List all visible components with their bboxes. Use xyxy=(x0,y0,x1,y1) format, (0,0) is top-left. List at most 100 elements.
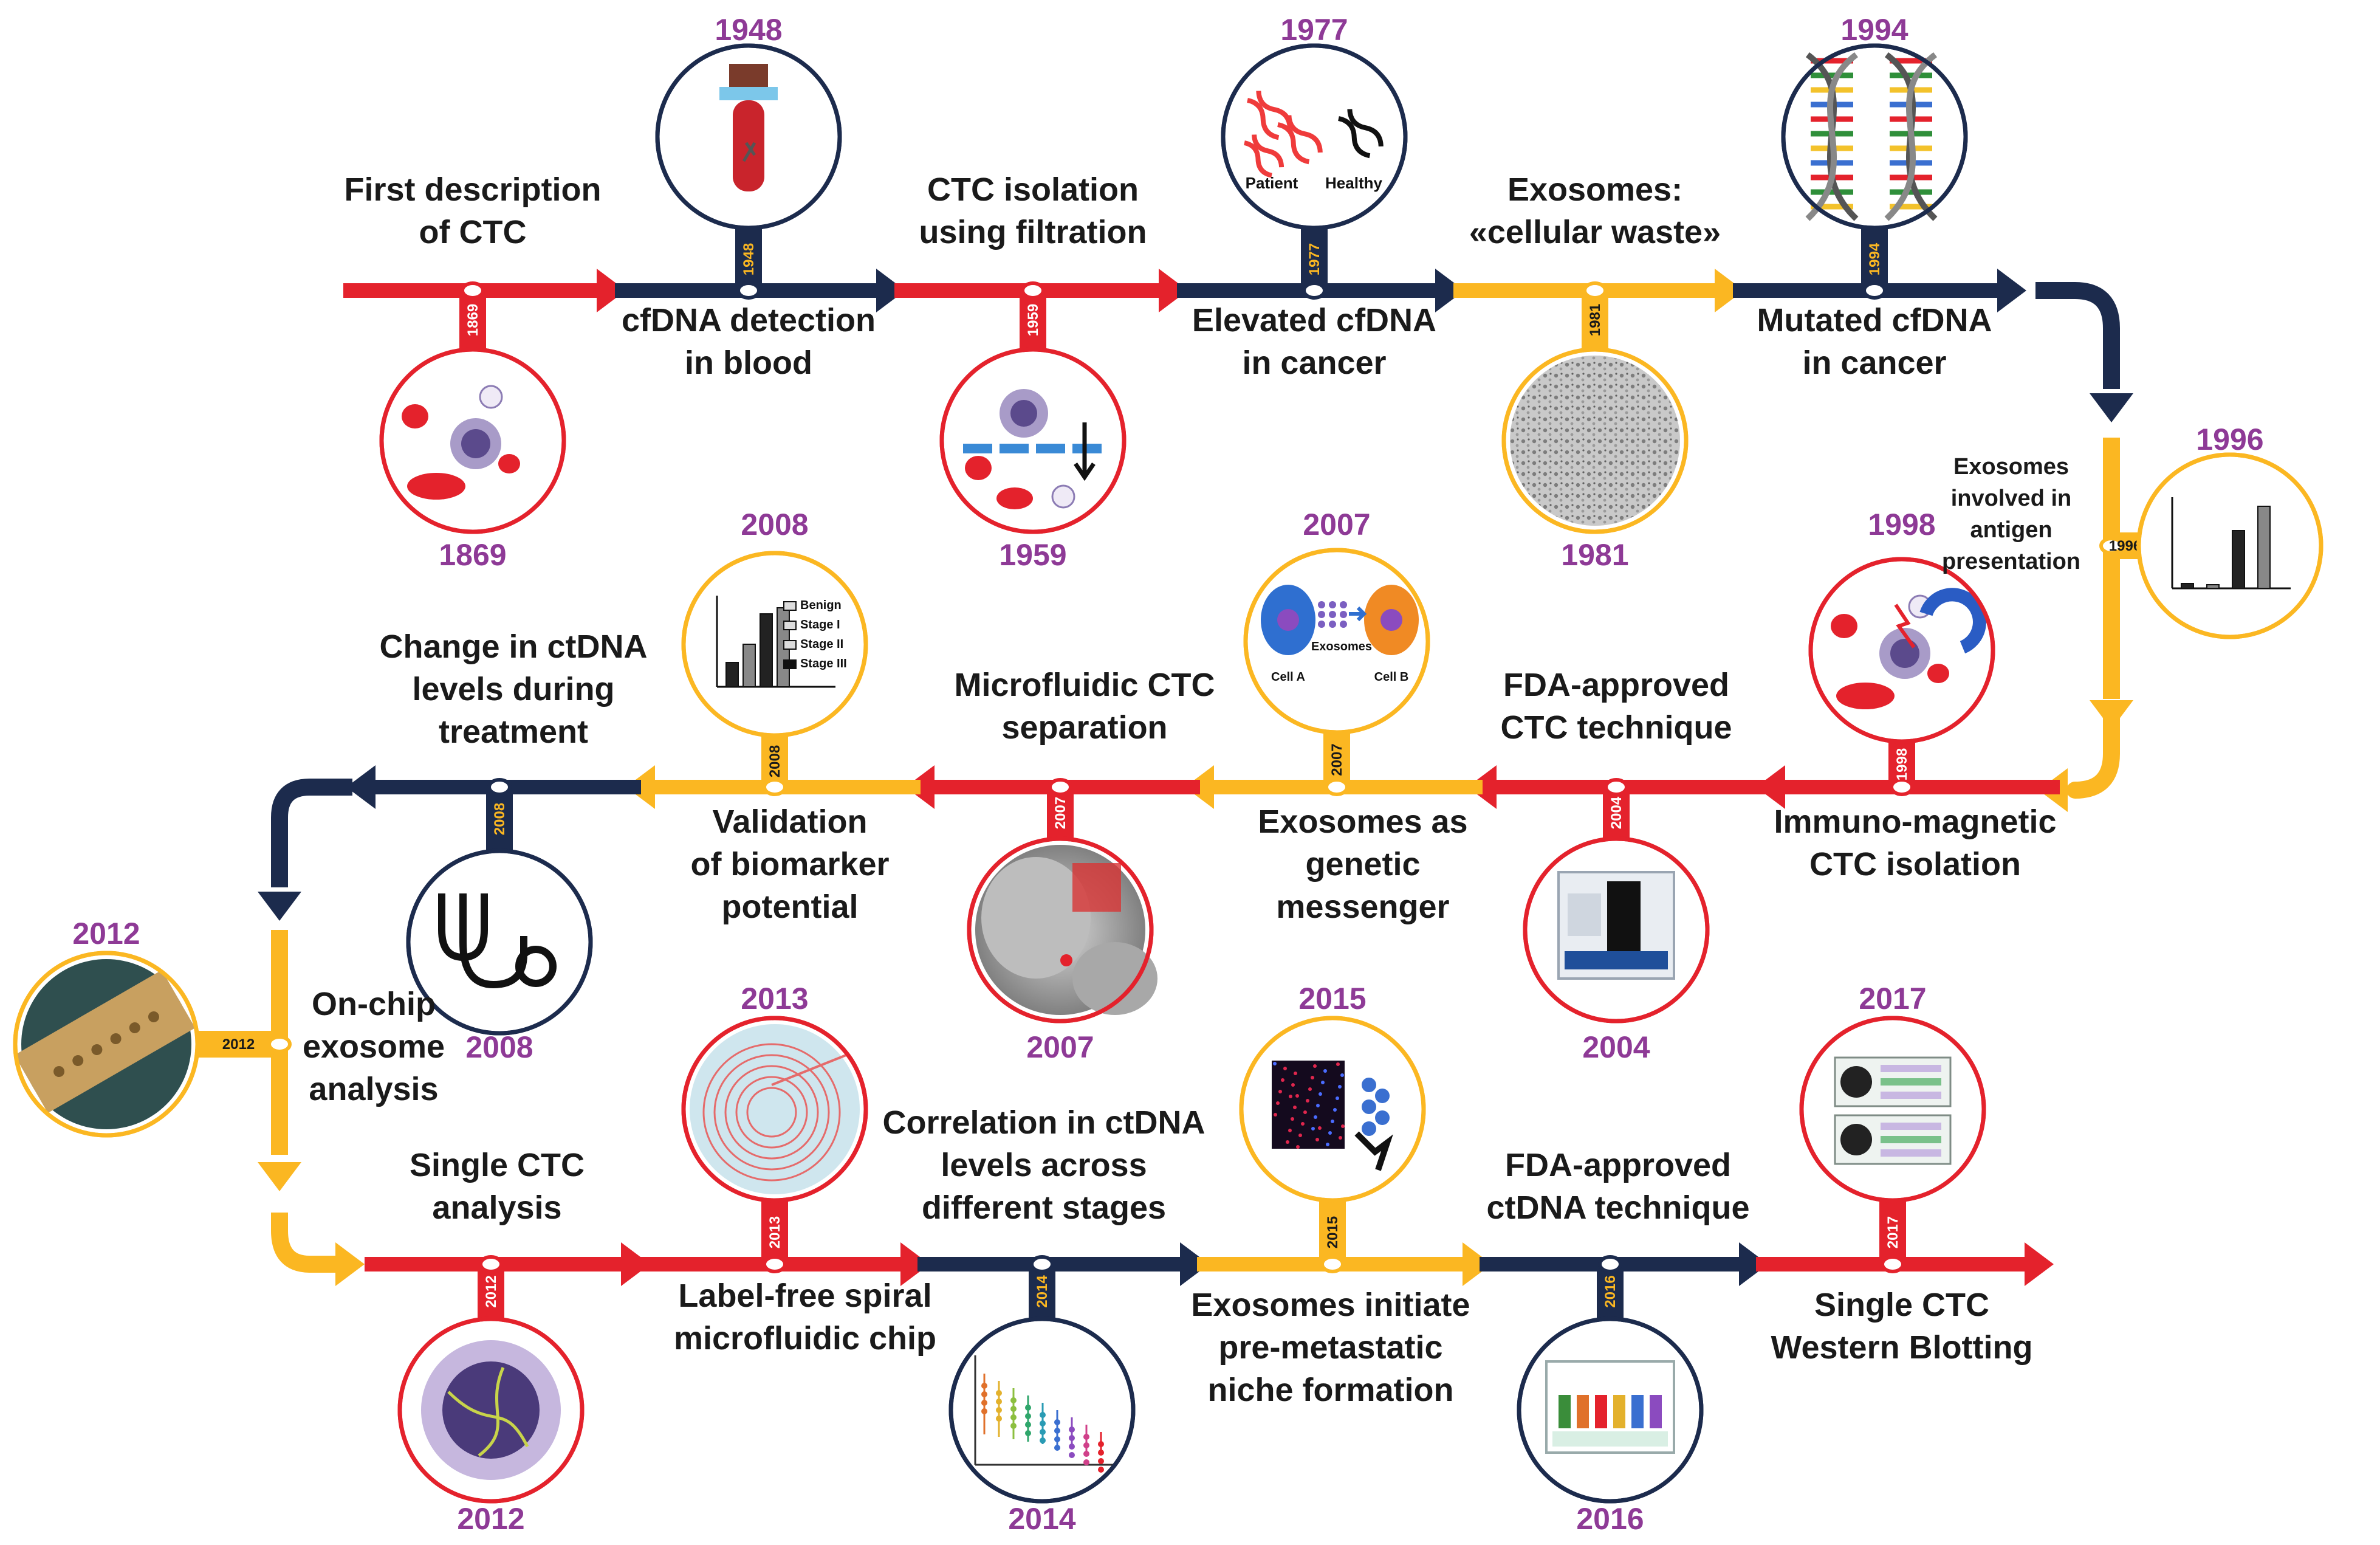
single-cell-icon xyxy=(421,1340,561,1480)
milestone-stem xyxy=(1582,291,1608,349)
stem-year-tag: 2007 xyxy=(1052,797,1069,829)
tube-collar xyxy=(719,87,778,100)
captured-cell xyxy=(1060,954,1072,966)
plot-dot xyxy=(1098,1458,1104,1464)
timeline-arrow xyxy=(365,1242,650,1286)
flow-arrow xyxy=(1074,422,1096,481)
fluorescent-spot xyxy=(1313,1064,1317,1068)
legend-label: Stage II xyxy=(800,638,843,651)
filter-bar xyxy=(963,444,992,453)
dna-strand xyxy=(1277,122,1310,165)
red-blood-cell xyxy=(965,456,992,480)
milestone-year: 2014 xyxy=(1008,1502,1075,1536)
stem-year-tag: 2016 xyxy=(1602,1275,1619,1307)
dna-strand xyxy=(1244,140,1272,178)
blot-band xyxy=(1881,1149,1941,1157)
chip-well xyxy=(53,1066,65,1077)
instrument-panel xyxy=(1565,951,1668,969)
blot-band xyxy=(1881,1065,1941,1072)
milestone-label-line: Change in ctDNA xyxy=(379,628,647,665)
legend-label: Stage III xyxy=(800,657,847,670)
tube-cap xyxy=(729,64,768,88)
timeline-connector xyxy=(2066,705,2120,799)
fluorescent-spot xyxy=(1295,1094,1299,1098)
legend-label: Stage I xyxy=(800,618,840,631)
timeline-arrow xyxy=(917,1242,1209,1286)
spiral-chip-icon xyxy=(690,1024,860,1194)
transfer-arrow xyxy=(1349,606,1367,622)
timeline-node xyxy=(1604,778,1628,796)
tumor-cell-nucleus xyxy=(1010,400,1037,427)
icon-caption: Patient xyxy=(1246,174,1298,192)
milestone-year: 2008 xyxy=(741,508,808,542)
milestone-label-line: CTC isolation xyxy=(927,171,1139,208)
stem-year-tag: 1994 xyxy=(1867,243,1883,275)
milestone-2 xyxy=(939,347,1127,534)
fluorescent-spot xyxy=(1316,1104,1320,1107)
milestone-year: 2015 xyxy=(1298,982,1366,1016)
milestone-7 xyxy=(1808,557,1995,744)
filtration-icon xyxy=(963,389,1102,509)
plot-dot xyxy=(1083,1459,1089,1465)
milestone-stem xyxy=(1879,1200,1906,1264)
red-blood-cell xyxy=(1836,683,1895,709)
plot-dot xyxy=(1040,1429,1046,1435)
chip-well xyxy=(72,1055,84,1066)
milestone-label-line: Single CTC xyxy=(410,1147,585,1183)
milestone-circle-ring xyxy=(406,848,593,1036)
chip-well xyxy=(110,1033,122,1044)
red-blood-cell xyxy=(402,404,428,428)
milestone-year: 1994 xyxy=(1840,13,1908,47)
plot-dot xyxy=(1098,1467,1104,1473)
fluorescent-spot xyxy=(1338,1085,1342,1089)
cell-b-nucleus xyxy=(1380,609,1402,631)
fluorescent-spot xyxy=(1318,1126,1322,1130)
fluorescent-spot xyxy=(1326,1143,1329,1146)
timeline-node xyxy=(461,281,485,300)
fluorescent-spot xyxy=(1276,1101,1280,1105)
milestone-label-line: treatment xyxy=(439,714,588,750)
icon-caption: Healthy xyxy=(1325,174,1382,192)
milestone-year: 2008 xyxy=(465,1030,533,1064)
fluorescent-spot xyxy=(1336,1062,1340,1066)
milestone-label-line: antigen xyxy=(1970,517,2052,543)
fluorescent-spot xyxy=(1291,1083,1295,1087)
milestone-year: 1998 xyxy=(1868,508,1935,542)
chart-bar xyxy=(2232,530,2245,589)
fluorescent-spot xyxy=(1331,1120,1334,1123)
tumor-cell-nucleus xyxy=(461,429,490,458)
milestone-label-line: First description xyxy=(344,171,601,208)
plot-dot xyxy=(1054,1436,1060,1442)
milestone-label-line: Western Blotting xyxy=(1771,1329,2033,1366)
fluorescent-spot xyxy=(1283,1067,1287,1070)
icon-caption: Exosomes xyxy=(1311,640,1372,653)
stethoscope-bell xyxy=(515,946,557,987)
milestone-circle-ring xyxy=(1517,1316,1704,1504)
plot-dot xyxy=(1010,1406,1017,1412)
blot-band xyxy=(1881,1092,1941,1099)
milestone-circle-ring xyxy=(1799,1016,1986,1203)
kit-vial xyxy=(1613,1395,1625,1428)
stem-year-tag: 1948 xyxy=(741,243,757,275)
milestone-label-line: «cellular waste» xyxy=(1469,214,1721,250)
milestone-label-line: potential xyxy=(722,889,859,925)
fluorescent-spot xyxy=(1311,1076,1314,1079)
fluorescent-spot xyxy=(1333,1108,1337,1112)
lightning xyxy=(1894,604,1916,649)
milestone-label-line: cfDNA detection xyxy=(622,302,876,339)
dna-backbone xyxy=(1884,52,1938,221)
milestone-label-line: Exosomes as xyxy=(1258,803,1467,840)
milestone-4 xyxy=(1501,347,1689,534)
plot-dot xyxy=(1098,1450,1104,1456)
spiral-channel xyxy=(746,1087,797,1138)
spiral-channel xyxy=(735,1076,808,1149)
milestone-stem xyxy=(197,1031,279,1058)
plot-dot xyxy=(981,1400,987,1406)
fluorescent-spot xyxy=(1298,1134,1302,1137)
milestone-5 xyxy=(1781,43,1968,230)
